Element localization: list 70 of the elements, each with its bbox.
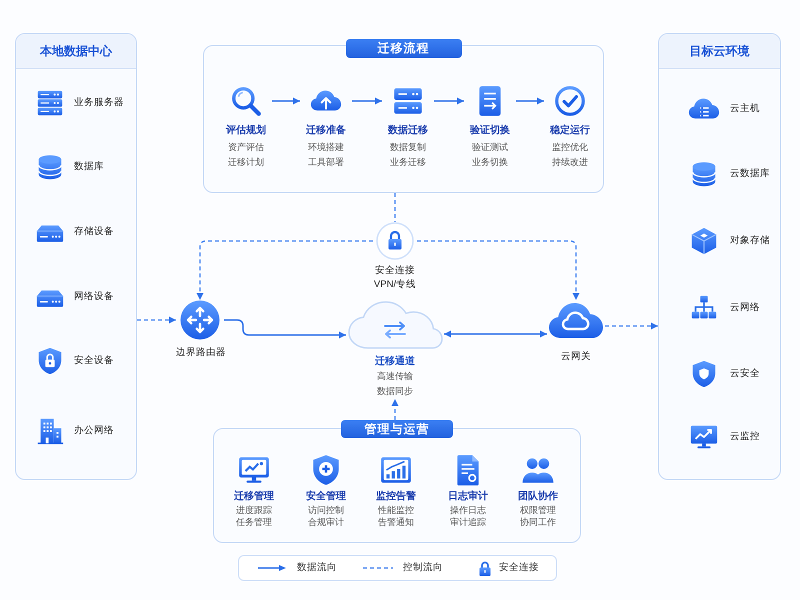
step-detail: 操作日志 bbox=[450, 504, 486, 516]
step-detail: 环境搭建 bbox=[308, 141, 344, 154]
double-arrow bbox=[444, 330, 547, 338]
step-detail: 业务切换 bbox=[472, 156, 508, 169]
item-label: 对象存储 bbox=[730, 234, 770, 248]
item-label: 云网络 bbox=[730, 301, 760, 315]
dashed-arrow bbox=[137, 316, 176, 324]
dashed-line bbox=[394, 193, 396, 222]
panel-header: 本地数据中心 bbox=[16, 34, 136, 69]
panel-header: 目标云环境 bbox=[659, 34, 780, 69]
step-detail: 迁移计划 bbox=[228, 156, 264, 169]
title-tab: 管理与运营 bbox=[341, 420, 453, 438]
item-label: 网络设备 bbox=[74, 290, 114, 304]
step-detail: 协同工作 bbox=[520, 516, 556, 528]
node-title: 迁移通道 bbox=[375, 354, 415, 369]
item-label: 安全设备 bbox=[74, 354, 114, 368]
legend-label: 控制流向 bbox=[403, 561, 443, 575]
title-tab: 迁移流程 bbox=[346, 39, 462, 58]
step-detail: 数据复制 bbox=[390, 141, 426, 154]
panel bbox=[15, 33, 137, 480]
node-label: VPN/专线 bbox=[374, 278, 416, 292]
node-detail: 高速传输 bbox=[377, 370, 413, 383]
step-title: 数据迁移 bbox=[388, 124, 428, 138]
step-title: 团队协作 bbox=[518, 490, 558, 504]
item-label: 云主机 bbox=[730, 102, 760, 116]
step-detail: 验证测试 bbox=[472, 141, 508, 154]
dashed-arrow bbox=[196, 240, 373, 300]
step-detail: 权限管理 bbox=[520, 504, 556, 516]
arrow bbox=[224, 319, 346, 338]
step-title: 稳定运行 bbox=[550, 124, 590, 138]
step-title: 迁移准备 bbox=[306, 124, 346, 138]
step-detail: 合规审计 bbox=[308, 516, 344, 528]
step-detail: 任务管理 bbox=[236, 516, 272, 528]
step-detail: 业务迁移 bbox=[390, 156, 426, 169]
step-detail: 进度跟踪 bbox=[236, 504, 272, 516]
step-detail: 持续改进 bbox=[552, 156, 588, 169]
arrow bbox=[352, 98, 382, 104]
legend-label: 安全连接 bbox=[499, 561, 539, 575]
item-label: 云数据库 bbox=[730, 167, 770, 181]
panel bbox=[658, 33, 781, 480]
item-label: 云监控 bbox=[730, 430, 760, 444]
legend-label: 数据流向 bbox=[297, 561, 337, 575]
node-label: 云网关 bbox=[561, 350, 591, 364]
step-title: 安全管理 bbox=[306, 490, 346, 504]
arrow bbox=[516, 98, 544, 104]
step-title: 验证切换 bbox=[470, 124, 510, 138]
arrow bbox=[434, 98, 464, 104]
step-detail: 性能监控 bbox=[378, 504, 414, 516]
step-title: 日志审计 bbox=[448, 490, 488, 504]
dashed-arrow bbox=[417, 240, 580, 300]
item-label: 数据库 bbox=[74, 160, 104, 174]
step-title: 评估规划 bbox=[226, 124, 266, 138]
step-title: 迁移管理 bbox=[234, 490, 274, 504]
step-detail: 告警通知 bbox=[378, 516, 414, 528]
arrow bbox=[272, 98, 300, 104]
dashed-arrow bbox=[605, 322, 658, 330]
step-detail: 审计追踪 bbox=[450, 516, 486, 528]
node-label: 安全连接 bbox=[375, 264, 415, 278]
item-label: 云安全 bbox=[730, 367, 760, 381]
dashed-arrow bbox=[392, 399, 398, 420]
step-detail: 访问控制 bbox=[308, 504, 344, 516]
item-label: 业务服务器 bbox=[74, 96, 124, 110]
step-detail: 监控优化 bbox=[552, 141, 588, 154]
step-detail: 资产评估 bbox=[228, 141, 264, 154]
step-detail: 工具部署 bbox=[308, 156, 344, 169]
item-label: 存储设备 bbox=[74, 225, 114, 239]
step-title: 监控告警 bbox=[376, 490, 416, 504]
node-detail: 数据同步 bbox=[377, 385, 413, 398]
item-label: 办公网络 bbox=[74, 424, 114, 438]
node-label: 边界路由器 bbox=[176, 346, 226, 360]
